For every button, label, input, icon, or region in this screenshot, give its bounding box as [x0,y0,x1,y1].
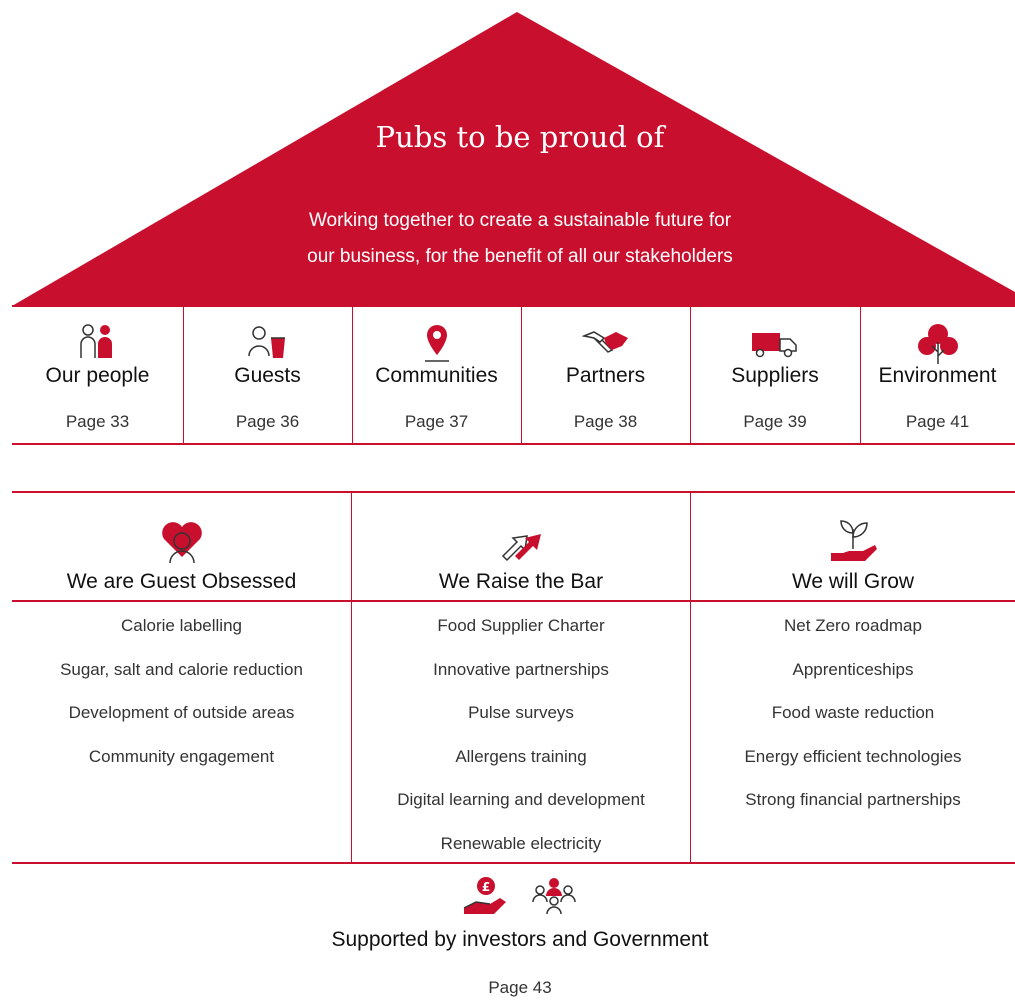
hand-pound-icon: £ [462,876,508,918]
stakeholder-guests: Guests Page 36 [183,308,352,444]
stakeholder-page: Page 37 [404,412,469,431]
stakeholder-environment: Environment Page 41 [860,308,1015,444]
list-item: Apprenticeships [792,659,914,679]
list-item: Development of outside areas [68,703,295,722]
heart-person-icon [12,506,351,576]
page-title: Pubs to be proud of [375,120,665,154]
pillar-items: Net Zero roadmap Apprenticeships Food wa… [691,614,1015,832]
tree-icon [860,318,1015,370]
list-item: Allergens training [455,746,587,766]
stakeholder-name: Communities [375,364,498,387]
roof-triangle [12,12,1015,306]
stakeholder-name: Environment [878,364,997,387]
raise-arrow-icon [352,506,690,576]
stakeholder-communities: Communities Page 37 [352,308,521,444]
list-item: Energy efficient technologies [744,746,962,766]
stakeholder-page: Page 39 [743,412,807,431]
divider [690,492,691,863]
pillar-title: We are Guest Obsessed [66,570,297,593]
guest-drink-icon [183,318,352,370]
divider [12,491,1015,493]
support-title: Supported by investors and Government [331,928,709,951]
subtitle-line-2: our business, for the benefit of all our… [307,246,733,267]
stakeholder-name: Our people [45,364,150,387]
list-item: Pulse surveys [468,703,574,722]
support-page: Page 43 [488,978,552,997]
divider [183,306,184,444]
divider [351,492,352,863]
hand-plant-icon [691,506,1015,576]
divider [12,862,1015,864]
map-pin-icon [352,318,521,370]
list-item: Digital learning and development [397,790,645,809]
list-item: Calorie labelling [121,616,242,635]
handshake-icon [521,318,690,370]
divider [521,306,522,444]
divider [12,443,1015,445]
people-icon [12,318,183,370]
pillar-items: Food Supplier Charter Innovative partner… [352,614,690,875]
divider [860,306,861,444]
divider [690,306,691,444]
stakeholder-page: Page 41 [905,412,970,431]
pillar-items: Calorie labelling Sugar, salt and calori… [12,614,351,788]
list-item: Food Supplier Charter [437,616,605,635]
pillar-title: We Raise the Bar [438,570,604,593]
delivery-truck-icon [690,318,860,370]
pillar-raise-the-bar: We Raise the Bar Food Supplier Charter I… [352,492,690,864]
pillar-guest-obsessed: We are Guest Obsessed Calorie labelling … [12,492,351,864]
list-item: Strong financial partnerships [745,790,961,809]
stakeholder-suppliers: Suppliers Page 39 [690,308,860,444]
list-item: Renewable electricity [440,833,602,853]
stakeholder-name: Partners [565,364,646,387]
divider [12,305,1015,307]
stakeholder-partners: Partners Page 38 [521,308,690,444]
stakeholder-page: Page 36 [235,412,300,431]
stakeholder-name: Suppliers [731,364,819,387]
stakeholder-our-people: Our people Page 33 [12,308,183,444]
pillar-title: We will Grow [791,570,915,593]
list-item: Food waste reduction [771,703,935,722]
stakeholder-page: Page 38 [573,412,638,431]
subtitle-line-1: Working together to create a sustainable… [308,210,732,231]
list-item: Community engagement [88,746,275,766]
stakeholder-page: Page 33 [65,412,130,431]
group-icon [528,876,580,918]
list-item: Innovative partnerships [433,659,609,679]
svg-text:£: £ [482,880,490,894]
divider [352,306,353,444]
list-item: Sugar, salt and calorie reduction [60,659,303,679]
list-item: Net Zero roadmap [784,616,922,635]
divider [12,600,1015,602]
pillar-will-grow: We will Grow Net Zero roadmap Apprentice… [691,492,1015,864]
stakeholder-name: Guests [234,364,301,387]
